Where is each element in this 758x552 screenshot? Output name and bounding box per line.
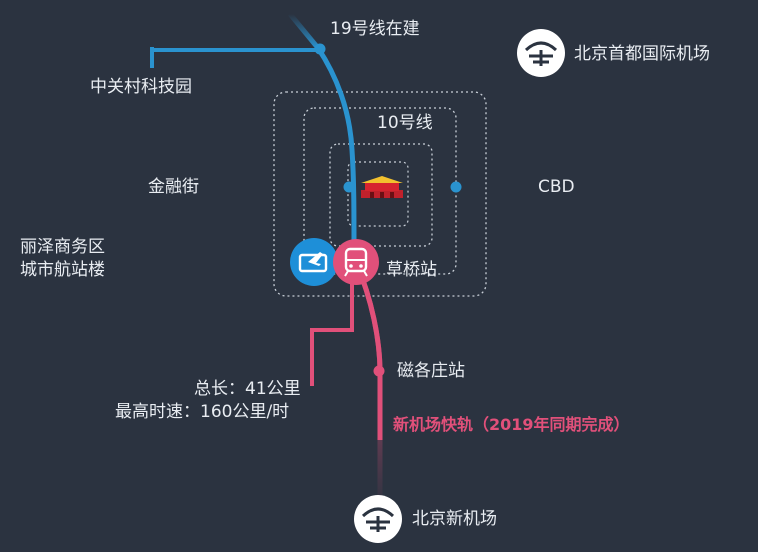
- line-19: [315, 45, 357, 251]
- line-19-top-fade: [288, 12, 320, 50]
- ticket-plane-icon: [290, 238, 338, 286]
- length-bracket: [310, 272, 354, 386]
- speed-label: 最高时速：160公里/时: [115, 402, 290, 422]
- line-10-label: 10号线: [377, 113, 433, 133]
- station-dot-cbd: [450, 181, 462, 193]
- ring-inner: [329, 143, 433, 247]
- zgc-branch: [150, 47, 318, 52]
- lize-label-line1: 丽泽商务区: [20, 237, 105, 257]
- length-label: 总长：41公里: [194, 379, 301, 399]
- pek-label: 北京首都国际机场: [574, 44, 710, 64]
- express-line-solid: [353, 261, 383, 440]
- airport-logo-icon: [517, 29, 565, 77]
- cigezhuang-label: 磁各庄站: [397, 361, 465, 381]
- tiananmen-icon: [361, 176, 403, 198]
- cbd-label: CBD: [538, 177, 575, 197]
- express-label: 新机场快轨（2019年同期完成）: [393, 415, 630, 434]
- caoqiao-label: 草桥站: [386, 260, 437, 280]
- ring-core: [347, 161, 409, 227]
- line-19-label: 19号线在建: [330, 19, 420, 39]
- pkx-label: 北京新机场: [412, 509, 497, 529]
- airport-logo-icon: [354, 495, 402, 543]
- lize-label-line2: 城市航站楼: [20, 260, 105, 280]
- jrj-label: 金融街: [148, 177, 199, 197]
- train-icon: [333, 239, 379, 285]
- station-dot-jrj: [343, 181, 355, 193]
- ring-outer: [273, 91, 487, 297]
- station-dot-line19: [314, 43, 326, 55]
- station-dot-cigezhuang: [373, 365, 385, 377]
- zgc-label: 中关村科技园: [90, 77, 192, 97]
